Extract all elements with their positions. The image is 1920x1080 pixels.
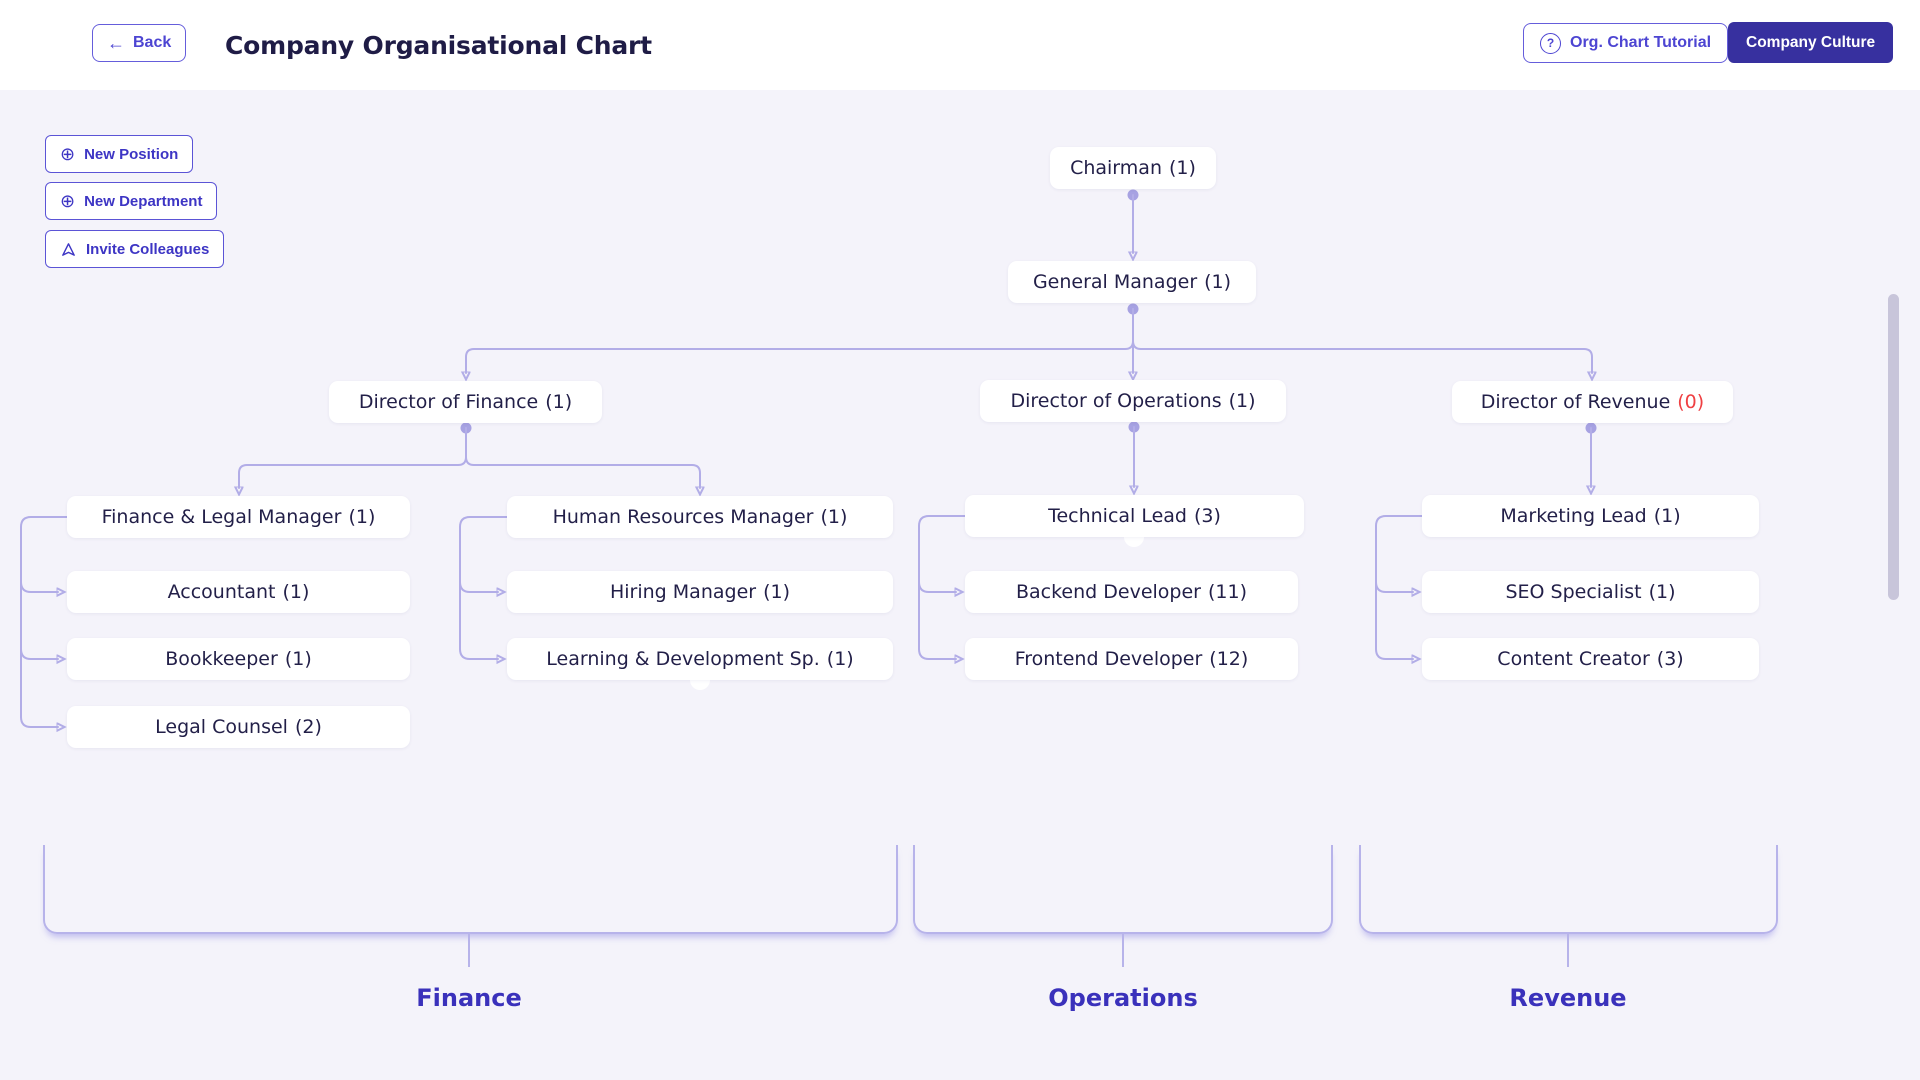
node-count: (1) bbox=[545, 391, 573, 413]
org-node-backend-developer[interactable]: Backend Developer (11) bbox=[965, 571, 1298, 613]
org-node-frontend-developer[interactable]: Frontend Developer (12) bbox=[965, 638, 1298, 680]
send-icon bbox=[62, 242, 75, 256]
back-button-label: Back bbox=[133, 34, 172, 51]
header-bar: ← Back Company Organisational Chart ? Or… bbox=[0, 0, 1920, 90]
revenue-bracket-tick bbox=[1567, 934, 1569, 967]
new-department-button[interactable]: ⊕ New Department bbox=[45, 182, 218, 220]
node-title: Bookkeeper bbox=[165, 648, 278, 670]
node-title: Accountant bbox=[167, 581, 276, 603]
node-count: (1) bbox=[1653, 505, 1681, 527]
org-node-accountant[interactable]: Accountant (1) bbox=[67, 571, 410, 613]
operations-department-bracket bbox=[913, 845, 1333, 934]
org-node-finance-legal-manager[interactable]: Finance & Legal Manager (1) bbox=[67, 496, 410, 538]
org-node-director-revenue[interactable]: Director of Revenue (0) bbox=[1452, 381, 1733, 423]
new-position-button[interactable]: ⊕ New Position bbox=[45, 135, 194, 173]
org-node-learning-development-sp[interactable]: Learning & Development Sp. (1) bbox=[507, 638, 893, 680]
node-title: Legal Counsel bbox=[155, 716, 288, 738]
vertical-scrollbar-thumb[interactable] bbox=[1888, 294, 1899, 600]
tutorial-button-label: Org. Chart Tutorial bbox=[1570, 34, 1712, 51]
finance-department-bracket bbox=[43, 845, 898, 934]
plus-circle-icon: ⊕ bbox=[60, 191, 76, 211]
back-button[interactable]: ← Back bbox=[92, 24, 187, 62]
question-circle-icon: ? bbox=[1540, 32, 1561, 54]
org-node-marketing-lead[interactable]: Marketing Lead (1) bbox=[1422, 495, 1759, 537]
org-node-legal-counsel[interactable]: Legal Counsel (2) bbox=[67, 706, 410, 748]
node-title: Marketing Lead bbox=[1500, 505, 1647, 527]
node-count: (1) bbox=[1204, 271, 1232, 293]
org-node-chairman[interactable]: Chairman (1) bbox=[1050, 147, 1216, 189]
node-title: Hiring Manager bbox=[609, 581, 757, 603]
operations-bracket-tick bbox=[1122, 934, 1124, 967]
finance-bracket-tick bbox=[468, 934, 470, 967]
org-node-director-finance[interactable]: Director of Finance (1) bbox=[329, 381, 602, 423]
org-node-bookkeeper[interactable]: Bookkeeper (1) bbox=[67, 638, 410, 680]
node-title: Finance & Legal Manager bbox=[101, 506, 342, 528]
node-title: Chairman bbox=[1070, 157, 1162, 179]
node-count: (3) bbox=[1194, 505, 1221, 527]
node-title: SEO Specialist bbox=[1505, 581, 1642, 603]
org-node-director-operations[interactable]: Director of Operations (1) bbox=[980, 380, 1286, 422]
node-title: Content Creator bbox=[1497, 648, 1650, 670]
node-count: (1) bbox=[763, 581, 790, 603]
node-title: Backend Developer bbox=[1015, 581, 1201, 603]
node-count-zero: (0) bbox=[1677, 391, 1705, 413]
department-label-finance: Finance bbox=[416, 984, 522, 1012]
node-count: (1) bbox=[348, 506, 376, 528]
node-count: (1) bbox=[282, 581, 310, 603]
node-count: (1) bbox=[1168, 157, 1196, 179]
back-arrow-icon: ← bbox=[107, 33, 125, 53]
department-label-operations: Operations bbox=[1048, 984, 1198, 1012]
node-title: Learning & Development Sp. bbox=[546, 648, 820, 670]
org-node-seo-specialist[interactable]: SEO Specialist (1) bbox=[1422, 571, 1759, 613]
node-count: (1) bbox=[820, 506, 848, 528]
org-node-hr-manager[interactable]: Human Resources Manager (1) bbox=[507, 496, 893, 538]
node-title: General Manager bbox=[1032, 271, 1198, 293]
node-title: Director of Revenue bbox=[1480, 391, 1671, 413]
culture-button-label: Company Culture bbox=[1746, 33, 1876, 51]
node-count: (1) bbox=[826, 648, 854, 670]
org-node-content-creator[interactable]: Content Creator (3) bbox=[1422, 638, 1759, 680]
plus-circle-icon: ⊕ bbox=[60, 144, 76, 164]
invite-colleagues-label: Invite Colleagues bbox=[86, 240, 210, 258]
node-count: (3) bbox=[1656, 648, 1684, 670]
node-count: (11) bbox=[1207, 581, 1247, 603]
node-title: Director of Finance bbox=[358, 391, 539, 413]
department-label-revenue: Revenue bbox=[1509, 984, 1627, 1012]
invite-colleagues-button[interactable]: Invite Colleagues bbox=[45, 230, 225, 268]
org-chart-tutorial-button[interactable]: ? Org. Chart Tutorial bbox=[1523, 23, 1729, 63]
page-title: Company Organisational Chart bbox=[225, 30, 652, 60]
node-title: Frontend Developer bbox=[1014, 648, 1203, 670]
node-title: Director of Operations bbox=[1010, 390, 1222, 412]
org-node-technical-lead[interactable]: Technical Lead (3) bbox=[965, 495, 1304, 537]
node-title: Technical Lead bbox=[1048, 505, 1187, 527]
new-department-label: New Department bbox=[84, 192, 203, 210]
node-title: Human Resources Manager bbox=[552, 506, 814, 528]
new-position-label: New Position bbox=[84, 145, 179, 163]
org-node-hiring-manager[interactable]: Hiring Manager (1) bbox=[507, 571, 893, 613]
node-count: (12) bbox=[1209, 648, 1249, 670]
company-culture-button[interactable]: Company Culture bbox=[1728, 22, 1894, 63]
node-count: (2) bbox=[294, 716, 322, 738]
node-count: (1) bbox=[1648, 581, 1676, 603]
revenue-department-bracket bbox=[1359, 845, 1778, 934]
node-count: (1) bbox=[284, 648, 312, 670]
org-node-general-manager[interactable]: General Manager (1) bbox=[1008, 261, 1256, 303]
node-count: (1) bbox=[1228, 390, 1256, 412]
